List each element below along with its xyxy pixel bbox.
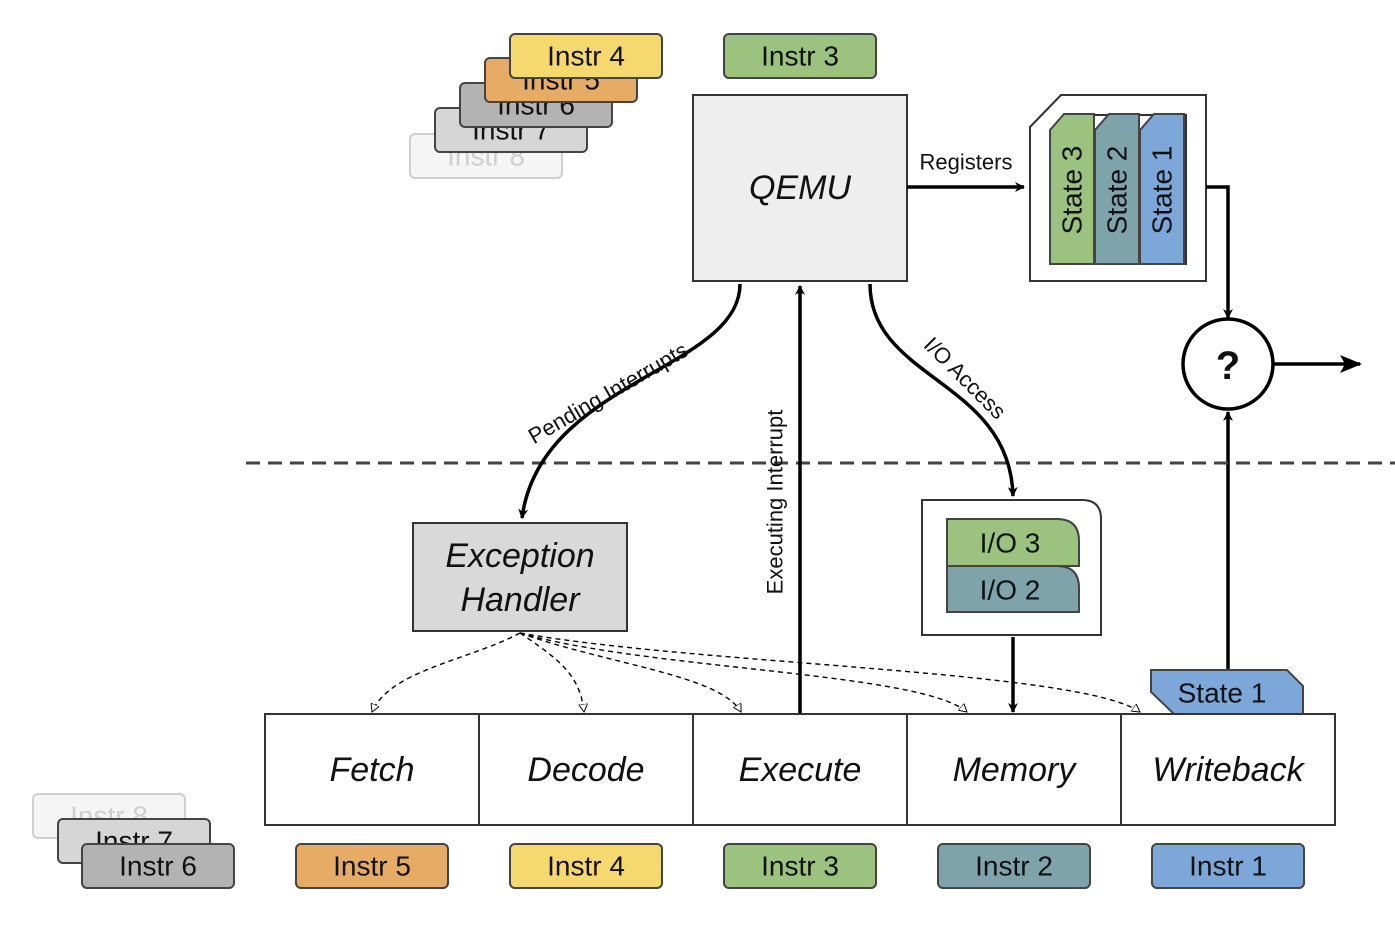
- flush-arrows: [372, 632, 1140, 712]
- flush-arrow-fetch: [372, 632, 521, 712]
- stage-decode: Decode: [478, 713, 694, 826]
- state-1-tag: State 1: [1139, 113, 1185, 265]
- stage-execute: Execute: [692, 713, 908, 826]
- registers-arrow-label: Registers: [920, 150, 1013, 175]
- state-buffer: State 3 State 2 State 1: [1029, 94, 1207, 282]
- state-2-tag: State 2: [1094, 113, 1140, 265]
- compare-symbol: ?: [1216, 344, 1240, 388]
- pipeline-stages: Fetch Decode Execute Memory Writeback: [264, 713, 1336, 826]
- flush-arrow-writeback: [519, 632, 1140, 712]
- pipe-instr-2-label: Instr 2: [975, 851, 1053, 882]
- qemu-box: QEMU: [692, 94, 908, 282]
- qemu-current-instr: Instr 3: [723, 33, 877, 79]
- waiting-instr-6: Instr 6: [81, 843, 235, 889]
- state-1-label: State 1: [1147, 146, 1178, 235]
- exception-handler-line1: Exception: [445, 537, 594, 575]
- flush-arrow-execute: [519, 632, 742, 712]
- pipe-instr-3: Instr 3: [723, 843, 877, 889]
- waiting-instr-6-label: Instr 6: [119, 851, 197, 882]
- pipe-instr-5-label: Instr 5: [333, 851, 411, 882]
- io-buffer: I/O 3 I/O 2: [921, 499, 1102, 636]
- registers-arrow: Registers: [907, 150, 1025, 192]
- stage-execute-label: Execute: [739, 751, 862, 789]
- stage-fetch: Fetch: [264, 713, 480, 826]
- stage-fetch-label: Fetch: [329, 751, 414, 789]
- pipe-instr-4-label: Instr 4: [547, 851, 625, 882]
- stage-memory-label: Memory: [953, 751, 1078, 789]
- io-3-tag: I/O 3: [946, 518, 1080, 567]
- pipe-instr-2: Instr 2: [937, 843, 1091, 889]
- stage-writeback-label: Writeback: [1152, 751, 1305, 789]
- qemu-instr-queue: Instr 8 Instr 7 Instr 6 Instr 5 Instr 4: [409, 33, 663, 179]
- qemu-queue-instr-4: Instr 4: [509, 33, 663, 79]
- exception-handler-line2: Handler: [460, 581, 581, 619]
- pipe-instr-4: Instr 4: [509, 843, 663, 889]
- stage-writeback: Writeback: [1120, 713, 1336, 826]
- state-to-compare-arrow: [1206, 185, 1233, 319]
- pending-interrupts-label: Pending Interrupts: [524, 337, 692, 449]
- writeback-state-label: State 1: [1178, 678, 1267, 709]
- pipe-instr-5: Instr 5: [295, 843, 449, 889]
- stage-memory: Memory: [906, 713, 1122, 826]
- stage-decode-label: Decode: [527, 751, 644, 789]
- io-3-label: I/O 3: [980, 528, 1041, 559]
- qemu-label: QEMU: [749, 169, 851, 207]
- flush-arrow-memory: [519, 632, 967, 712]
- waiting-instr-stack: Instr 8 Instr 7 Instr 6: [32, 793, 235, 889]
- writeback-state-tag: State 1: [1150, 669, 1304, 715]
- io-2-label: I/O 2: [980, 575, 1041, 606]
- io-2-tag: I/O 2: [946, 565, 1080, 613]
- qemu-current-instr-label: Instr 3: [761, 41, 839, 72]
- exception-handler-box: Exception Handler: [412, 522, 628, 632]
- pending-interrupts-arrow: Pending Interrupts: [518, 283, 742, 519]
- pipe-instr-3-label: Instr 3: [761, 851, 839, 882]
- qemu-queue-instr-4-label: Instr 4: [547, 41, 625, 72]
- state-3-tag: State 3: [1049, 113, 1095, 265]
- state-3-label: State 3: [1057, 146, 1088, 235]
- pipe-instr-1-label: Instr 1: [1189, 851, 1267, 882]
- pipeline-instrs: Instr 5 Instr 4 Instr 3 Instr 2 Instr 1: [295, 843, 1305, 889]
- pipe-instr-1: Instr 1: [1151, 843, 1305, 889]
- flush-arrow-decode: [519, 632, 584, 712]
- compare-node: ?: [1181, 317, 1275, 411]
- executing-interrupt-label: Executing Interrupt: [763, 410, 788, 595]
- state-2-label: State 2: [1102, 146, 1133, 235]
- executing-interrupt-arrow: Executing Interrupt: [763, 285, 805, 714]
